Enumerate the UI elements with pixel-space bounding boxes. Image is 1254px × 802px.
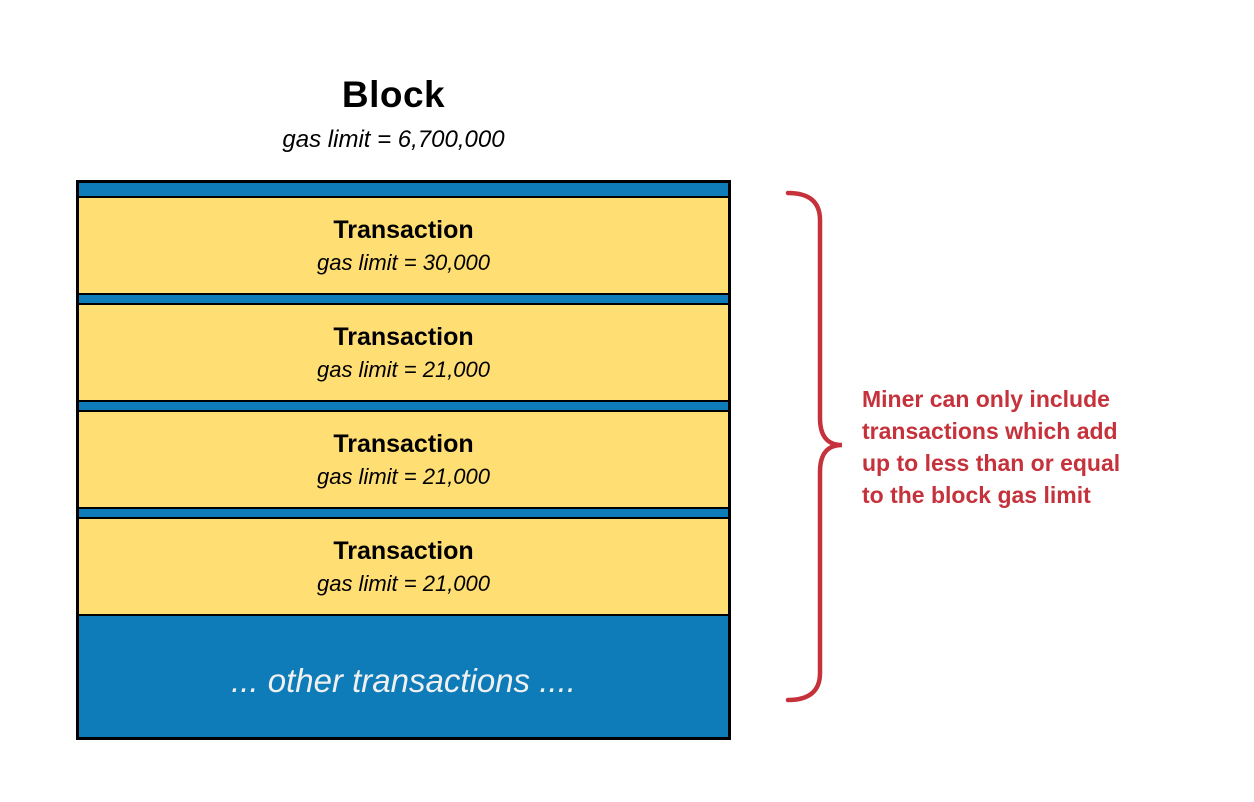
- transaction-gas-limit: gas limit = 21,000: [316, 463, 491, 489]
- transaction-box-2: Transaction gas limit = 21,000: [79, 303, 728, 402]
- annotation-line: transactions which add: [862, 418, 1118, 444]
- transaction-gas-limit: gas limit = 30,000: [316, 249, 491, 275]
- block-header: Block gas limit = 6,700,000: [66, 74, 721, 154]
- transaction-label: Transaction: [333, 536, 474, 565]
- transaction-label: Transaction: [333, 215, 474, 244]
- block-title: Block: [341, 74, 446, 115]
- annotation-line: to the block gas limit: [862, 482, 1091, 508]
- transaction-label: Transaction: [333, 429, 474, 458]
- transaction-gas-limit: gas limit = 21,000: [316, 570, 491, 596]
- transaction-label: Transaction: [333, 322, 474, 351]
- miner-annotation: Miner can only include transactions whic…: [862, 383, 1120, 511]
- block-gas-limit-label: gas limit = 6,700,000: [282, 126, 505, 153]
- transaction-box-3: Transaction gas limit = 21,000: [79, 410, 728, 509]
- curly-brace-icon: [785, 190, 843, 703]
- transaction-gas-limit: gas limit = 21,000: [316, 356, 491, 382]
- annotation-line: Miner can only include: [862, 386, 1110, 412]
- other-transactions-label: ... other transactions ....: [231, 661, 576, 699]
- block-container: Transaction gas limit = 30,000 Transacti…: [76, 180, 731, 740]
- annotation-line: up to less than or equal: [862, 450, 1121, 476]
- transaction-box-4: Transaction gas limit = 21,000: [79, 517, 728, 616]
- other-transactions-area: ... other transactions ....: [79, 624, 728, 737]
- transaction-box-1: Transaction gas limit = 30,000: [79, 196, 728, 295]
